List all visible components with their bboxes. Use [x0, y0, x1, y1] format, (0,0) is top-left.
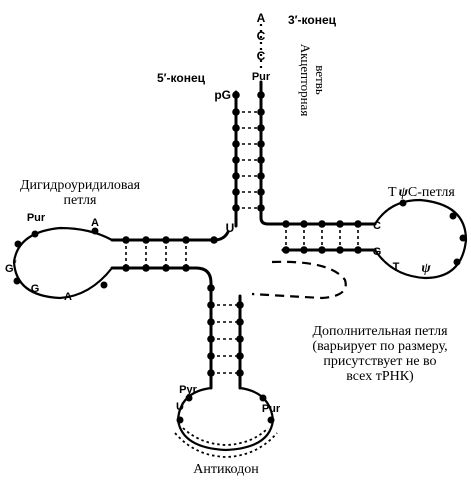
base-t-psi: ψ — [421, 261, 431, 276]
label-5-end: 5′-конец — [157, 71, 206, 85]
base-ac-U: U — [176, 401, 184, 413]
base-ac-Pyr: Pyr — [179, 384, 197, 396]
anticodon-bracket-outer — [174, 432, 278, 458]
base-acc-C1: C — [257, 29, 266, 43]
base-pG: pG — [214, 88, 231, 102]
label-acceptor-line1: Акцепторная — [298, 44, 313, 117]
label-extra-loop-line1: Дополнительная петля — [312, 324, 448, 339]
t-arm-base-pairs — [285, 224, 359, 250]
base-ac-Pur: Pur — [262, 403, 281, 415]
acceptor-nucleotides — [232, 91, 265, 212]
base-t-G: G — [373, 246, 382, 258]
acceptor-stem — [232, 24, 285, 228]
base-d-Pur: Pur — [27, 212, 46, 224]
anticodon-loop-nucleotides — [176, 394, 275, 424]
label-acceptor-line2: ветвь — [313, 65, 328, 95]
label-extra-loop-line4: всех тРНК) — [346, 369, 414, 384]
label-d-loop-line2: петля — [64, 193, 97, 208]
base-acc-A: A — [257, 11, 266, 25]
label-d-loop-line1: Дигидроуридиловая — [20, 178, 141, 193]
anticodon-arm — [174, 284, 278, 458]
base-labels: A C C Pur pG U Pur A G * G A C G T ψ Pyr… — [5, 11, 431, 415]
anticodon-bracket-inner — [182, 427, 269, 446]
label-anticodon: Антикодон — [193, 462, 259, 477]
base-U-junction: U — [226, 221, 235, 235]
acceptor-base-pairs — [236, 111, 261, 209]
d-loop — [12, 226, 113, 300]
base-d-A1: A — [91, 217, 99, 229]
base-d-A2: A — [64, 291, 72, 303]
label-extra-loop-line2: (варьирует по размеру, — [312, 339, 447, 354]
d-arm — [12, 226, 230, 300]
descriptive-labels: 3′-конец 5′-конец Акцепторная ветвь Диги… — [20, 13, 455, 477]
base-acc-Pur: Pur — [252, 71, 271, 83]
label-3-end: 3′-конец — [288, 13, 337, 27]
t-arm-nucleotides — [282, 220, 362, 254]
base-acc-C2: C — [257, 49, 266, 63]
base-d-G2: G — [31, 283, 40, 295]
base-t-C: C — [373, 220, 381, 232]
base-t-T: T — [393, 261, 400, 273]
anticodon-base-pairs — [211, 304, 240, 374]
d-arm-bottom-strand — [110, 266, 213, 298]
label-extra-loop-line3: присутствует не во — [323, 354, 436, 369]
extra-loop — [251, 260, 347, 300]
base-d-G-star: * — [13, 258, 17, 268]
t-loop-nucleotides — [399, 199, 467, 266]
d-loop-nucleotides — [13, 227, 108, 289]
acceptor-3-strand — [259, 80, 285, 226]
d-arm-nucleotides — [122, 236, 218, 272]
anticodon-loop — [176, 386, 275, 452]
d-arm-base-pairs — [125, 240, 187, 268]
base-d-G: G — [5, 263, 14, 275]
t-arm — [281, 198, 468, 280]
anticodon-stem-nucleotides — [207, 284, 244, 377]
